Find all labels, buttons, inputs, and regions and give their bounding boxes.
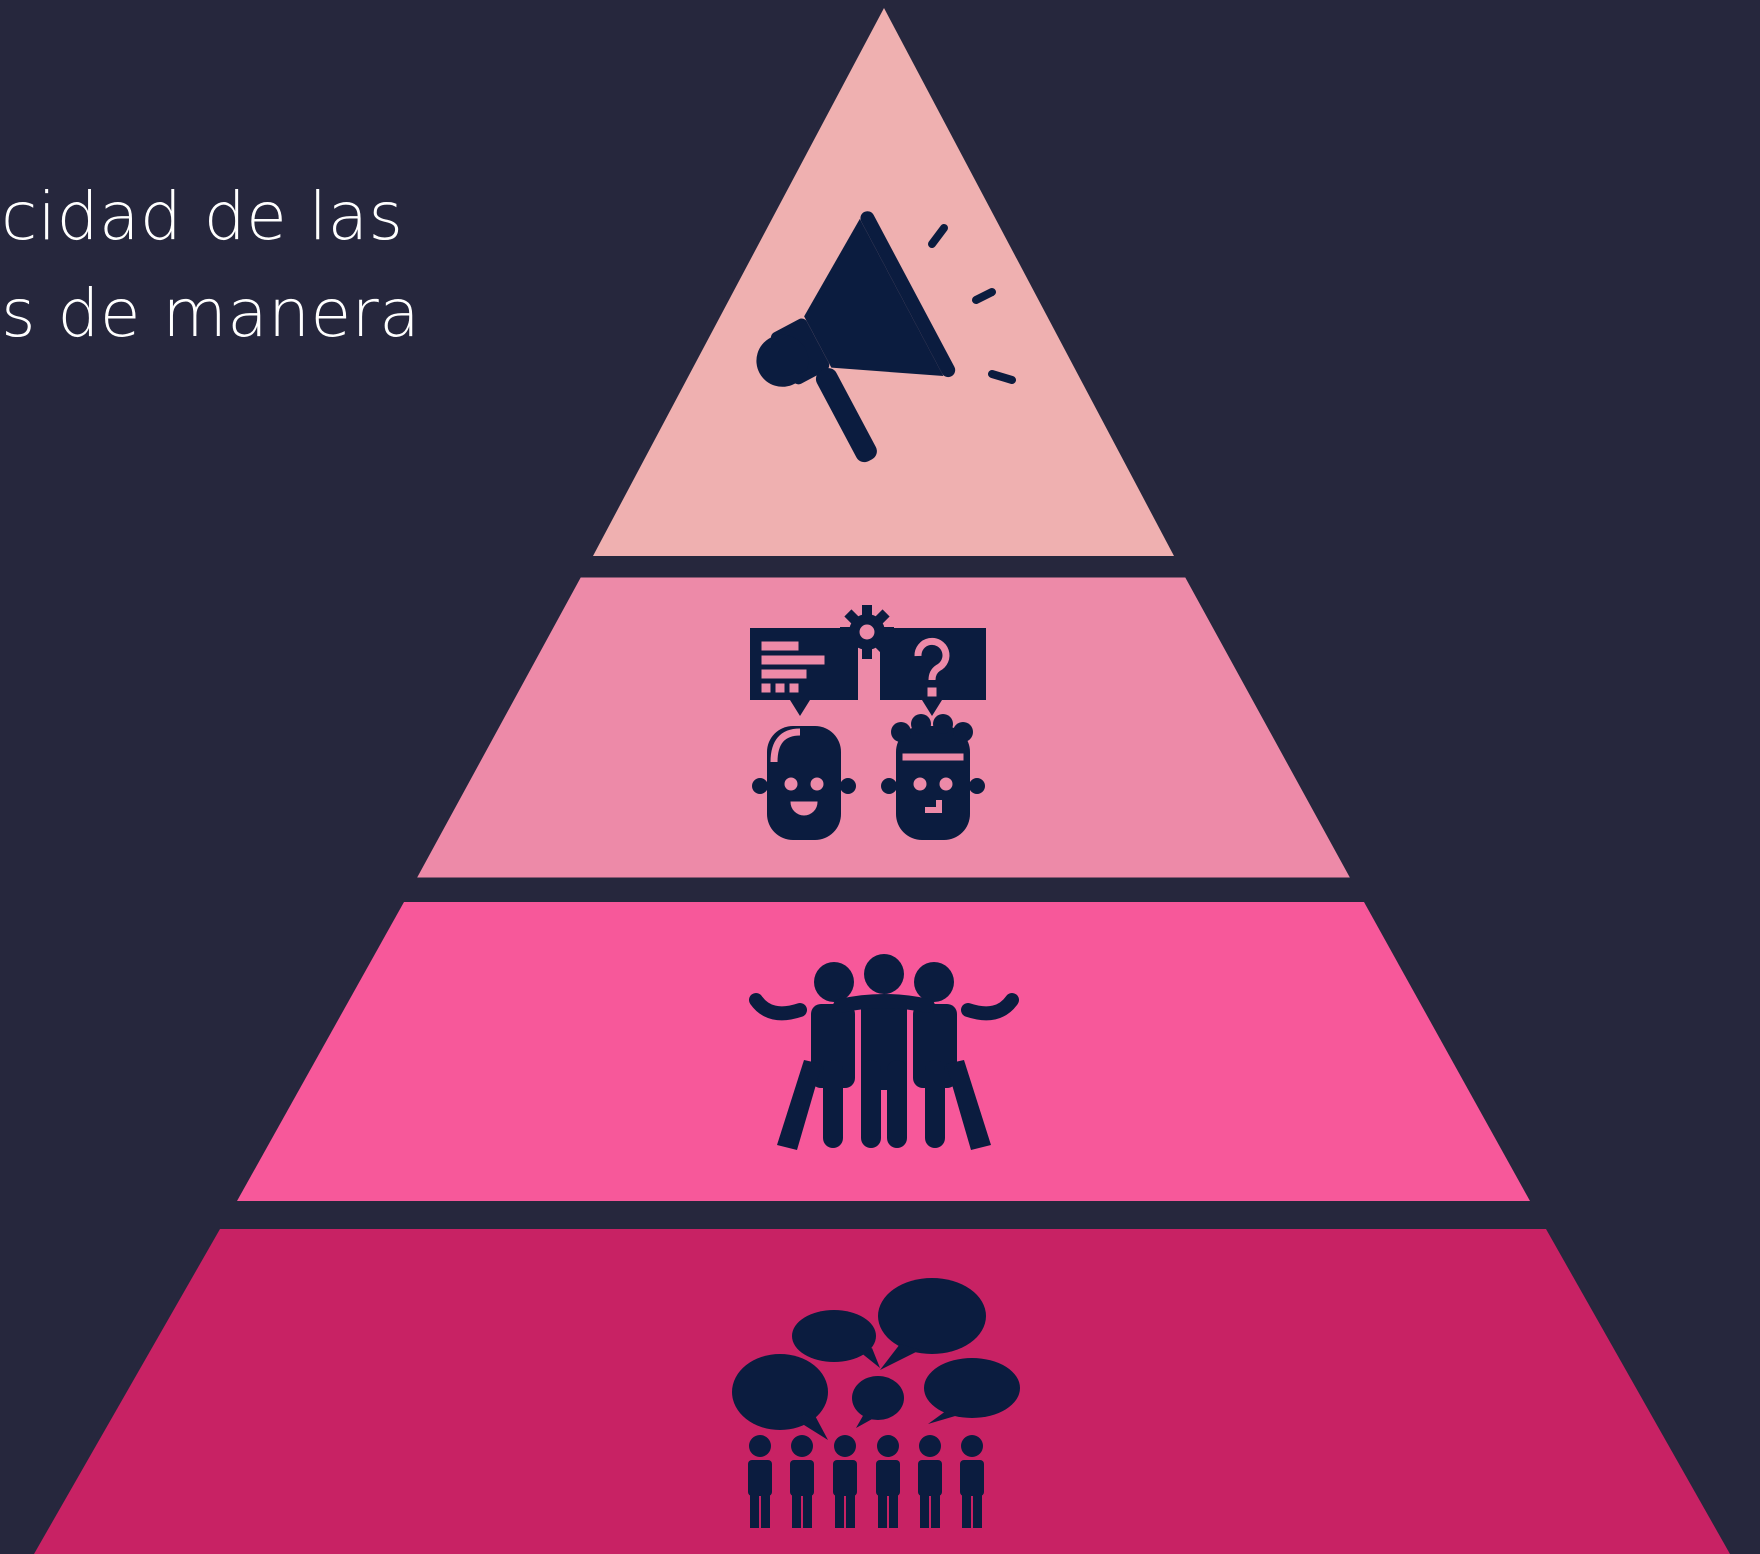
crowd-talking-icon	[732, 1278, 1020, 1528]
caption-line-2: es de manera	[0, 275, 421, 352]
two-people-conversation-icon	[750, 605, 986, 840]
megaphone-icon	[756, 211, 1016, 463]
group-hug-icon	[749, 954, 1019, 1150]
caption-line-1: acidad de las	[0, 178, 404, 255]
pyramid-level-2	[417, 577, 1350, 878]
